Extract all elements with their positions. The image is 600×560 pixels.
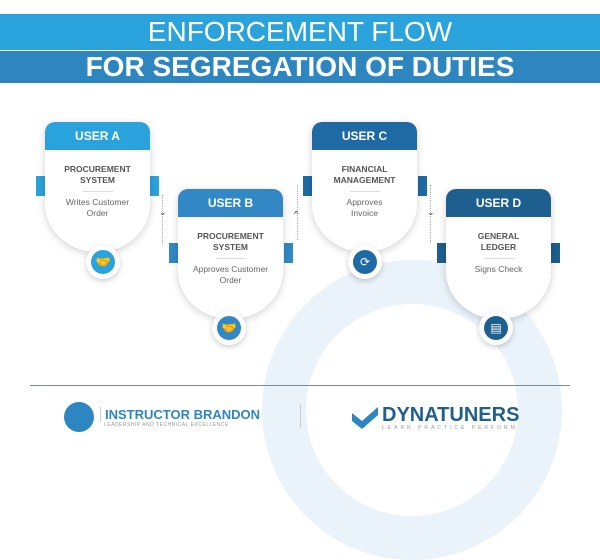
logo2-name: DYNATUNERS [382,404,520,426]
step-user: USER A [45,122,150,150]
tab-right [284,243,293,263]
handshake-icon: 🤝 [212,311,246,345]
step-user: USER D [446,189,551,217]
tab-right [551,243,560,263]
instructor-brandon-mark-icon [64,402,94,432]
step-action: Approves Invoice [346,197,383,218]
step-card-a: USER A PROCUREMENT SYSTEM Writes Custome… [45,122,150,252]
handshake-icon: 🤝 [86,245,120,279]
title-line-1: ENFORCEMENT FLOW [0,14,600,50]
logo-separator [300,404,301,428]
logo1-name: INSTRUCTOR BRANDON [100,406,260,422]
dynatuners-logo: DYNATUNERS LEARN PRACTICE PERFORM [352,405,519,431]
tab-right [418,176,427,196]
tab-left [437,243,446,263]
checkmark-logo-icon [352,407,378,429]
chevron-down-icon: ⌄ [427,207,435,217]
logo2-tagline: LEARN PRACTICE PERFORM [382,425,518,431]
step-action: Signs Check [474,264,523,274]
step-system: PROCUREMENT SYSTEM [197,231,264,252]
step-user: USER B [178,189,283,217]
tab-right [150,176,159,196]
step-action: Approves Customer Order [192,264,269,285]
logo1-tagline: LEADERSHIP AND TECHNICAL EXCELLENCE [104,421,229,428]
step-card-d: USER D GENERAL LEDGER Signs Check [446,189,551,319]
step-system: FINANCIAL MANAGEMENT [333,164,396,185]
connector-b-c [297,185,298,240]
chevron-up-icon: ^ [294,209,299,219]
title-line-2: FOR SEGREGATION OF DUTIES [0,51,600,83]
connector-a-b [162,195,163,245]
tab-left [169,243,178,263]
instructor-brandon-logo: INSTRUCTOR BRANDON LEADERSHIP AND TECHNI… [64,402,260,432]
connector-c-d [430,185,431,243]
tab-left [36,176,45,196]
document-icon: ▤ [479,311,513,345]
step-user: USER C [312,122,417,150]
step-action: Writes Customer Order [65,197,130,218]
chevron-down-icon: ⌄ [159,207,167,217]
step-system: GENERAL LEDGER [477,231,520,252]
step-card-c: USER C FINANCIAL MANAGEMENT Approves Inv… [312,122,417,252]
divider [30,385,570,386]
tab-left [303,176,312,196]
step-card-b: USER B PROCUREMENT SYSTEM Approves Custo… [178,189,283,319]
step-system: PROCUREMENT SYSTEM [64,164,131,185]
money-cycle-icon: ⟳ [348,245,382,279]
